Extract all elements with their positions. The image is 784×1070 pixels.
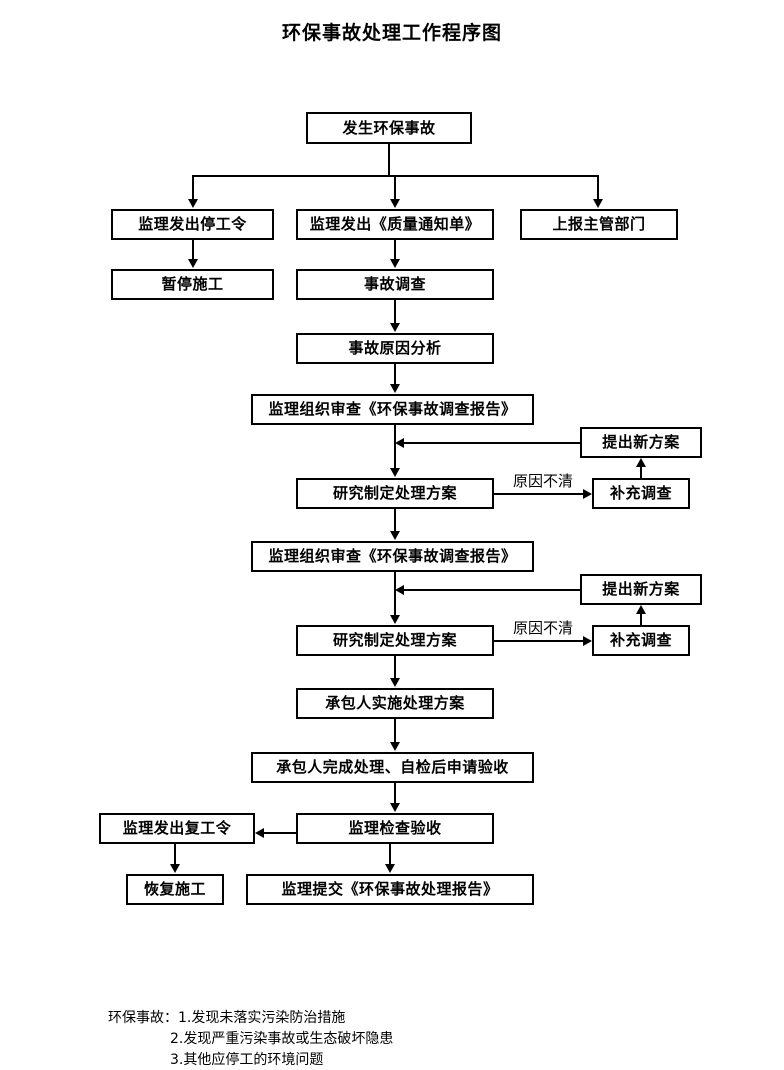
arrow-to-contractor-implement	[390, 678, 400, 687]
node-review-report-2: 监理组织审查《环保事故调查报告》	[251, 541, 534, 572]
connector-investigation-to-analysis	[394, 300, 396, 324]
connector-stop-to-suspend	[192, 240, 194, 260]
node-resume-work-order: 监理发出复工令	[99, 813, 255, 844]
connector-branch-right	[597, 175, 599, 199]
arrow-to-resume-work-order	[255, 828, 264, 838]
node-suspend-construction: 暂停施工	[111, 269, 274, 300]
arrow-to-report-authority	[593, 199, 603, 208]
node-accident-investigation: 事故调查	[296, 269, 494, 300]
arrow-to-review-report-1	[390, 384, 400, 393]
node-supplement-investigation-2: 补充调查	[592, 625, 690, 656]
node-supervision-acceptance: 监理检查验收	[296, 813, 494, 844]
arrow-to-supplement-investigation-2	[583, 636, 592, 646]
arrow-to-formulate-plan-1	[390, 468, 400, 477]
arrow-to-contractor-apply	[390, 742, 400, 751]
node-formulate-plan-1: 研究制定处理方案	[296, 478, 494, 509]
footnote-line-2: 2.发现严重污染事故或生态破坏隐患	[170, 1031, 394, 1047]
connector-plan2-to-implement	[394, 656, 396, 678]
arrow-to-quality-notice	[390, 199, 400, 208]
node-report-authority: 上报主管部门	[520, 209, 678, 240]
connector-resume-order-to-resume-construction	[174, 844, 176, 864]
arrow-newplan1-into-spine	[395, 438, 404, 448]
node-new-plan-2: 提出新方案	[580, 574, 702, 605]
connector-supplement2-to-newplan2	[640, 614, 642, 625]
page-title: 环保事故处理工作程序图	[281, 22, 502, 44]
connector-plan2-to-supplement2	[494, 640, 583, 642]
node-stop-work-order: 监理发出停工令	[111, 209, 274, 240]
footnote-line-3: 3.其他应停工的环境问题	[170, 1052, 324, 1068]
node-contractor-implement: 承包人实施处理方案	[296, 688, 494, 719]
arrow-to-cause-analysis	[390, 323, 400, 332]
node-contractor-apply-acceptance: 承包人完成处理、自检后申请验收	[251, 752, 534, 783]
connector-apply-to-acceptance	[394, 783, 396, 803]
node-quality-notice: 监理发出《质量通知单》	[296, 209, 494, 240]
node-cause-analysis: 事故原因分析	[296, 333, 494, 364]
edge-label-cause-unclear-1: 原因不清	[513, 472, 574, 490]
connector-newplan1-to-spine	[404, 442, 580, 444]
arrow-to-resume-construction	[170, 864, 180, 873]
arrow-to-review-report-2	[390, 531, 400, 540]
arrow-newplan2-into-spine	[395, 585, 404, 595]
connector-acceptance-to-submit-report	[389, 844, 391, 864]
edge-label-cause-unclear-2: 原因不清	[513, 619, 574, 637]
connector-plan1-to-supplement1	[494, 493, 583, 495]
arrow-supplement2-up	[636, 605, 646, 614]
arrow-to-supervision-acceptance	[390, 803, 400, 812]
arrow-supplement1-up	[636, 458, 646, 467]
connector-analysis-to-review1	[394, 364, 396, 385]
arrow-to-submit-handling-report	[385, 864, 395, 873]
arrow-to-accident-investigation	[390, 259, 400, 268]
connector-plan1-to-review2	[394, 509, 396, 531]
node-new-plan-1: 提出新方案	[580, 427, 702, 458]
footnote-line-1: 环保事故：1.发现未落实污染防治措施	[108, 1010, 346, 1026]
node-resume-construction: 恢复施工	[126, 874, 224, 905]
arrow-to-supplement-investigation-1	[583, 489, 592, 499]
arrow-to-formulate-plan-2	[390, 615, 400, 624]
connector-branch-left	[192, 175, 194, 199]
arrow-to-suspend-construction	[188, 259, 198, 268]
node-formulate-plan-2: 研究制定处理方案	[296, 625, 494, 656]
connector-newplan2-to-spine	[404, 589, 580, 591]
connector-acceptance-to-resume-order	[264, 832, 296, 834]
node-supplement-investigation-1: 补充调查	[592, 478, 690, 509]
connector-occurrence-down	[388, 144, 390, 175]
connector-implement-to-apply	[394, 719, 396, 742]
connector-branch-center	[394, 175, 396, 199]
node-occurrence: 发生环保事故	[306, 112, 472, 144]
arrow-to-stop-work-order	[188, 199, 198, 208]
connector-notice-to-investigation	[394, 240, 396, 260]
node-submit-handling-report: 监理提交《环保事故处理报告》	[246, 874, 534, 905]
footnote: 环保事故：1.发现未落实污染防治措施 2.发现严重污染事故或生态破坏隐患 3.其…	[108, 1008, 393, 1070]
connector-supplement1-to-newplan1	[640, 467, 642, 478]
node-review-report-1: 监理组织审查《环保事故调查报告》	[251, 394, 534, 425]
